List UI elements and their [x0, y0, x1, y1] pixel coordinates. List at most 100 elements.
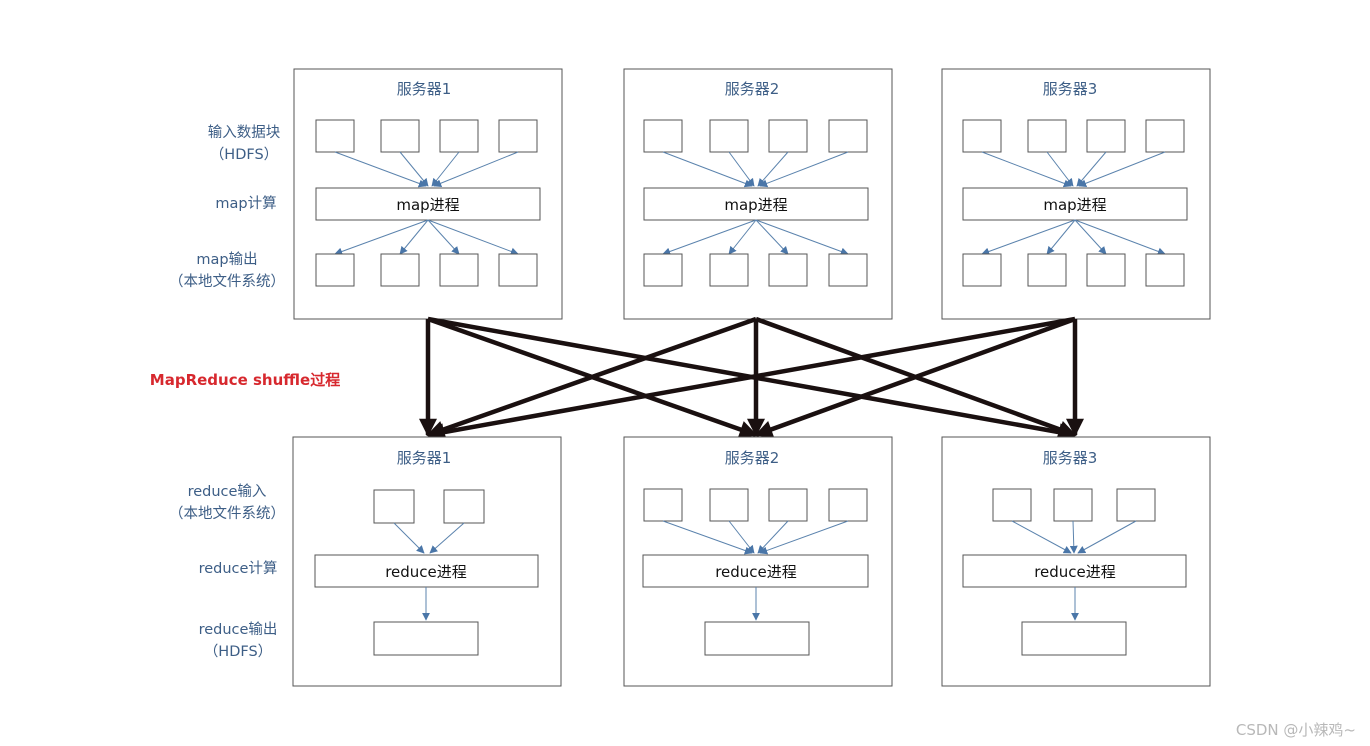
label-reduce-output: reduce输出	[199, 621, 278, 638]
watermark: CSDN @小辣鸡~	[1235, 721, 1356, 739]
reduce-input-block	[828, 488, 868, 522]
server-title: 服务器3	[1043, 80, 1098, 98]
reduce-output-block	[373, 621, 479, 656]
output-block	[1086, 253, 1126, 287]
top-server-1: 服务器1 map进程	[293, 68, 563, 320]
input-arrow	[728, 151, 755, 187]
input-block	[643, 119, 683, 153]
bottom-server-1: 服务器1 reduce进程	[292, 436, 562, 687]
output-arrow	[755, 219, 789, 255]
input-arrow	[334, 151, 427, 188]
bottom-server-3: 服务器3 reduce进程	[941, 436, 1211, 687]
input-block	[709, 119, 749, 153]
map-process-label: map进程	[1043, 196, 1106, 214]
label-reduce-compute: reduce计算	[199, 560, 278, 577]
input-block	[828, 119, 868, 153]
output-arrow	[981, 219, 1076, 256]
input-block	[1027, 119, 1067, 153]
output-arrow	[399, 219, 429, 255]
server-title: 服务器2	[725, 449, 780, 467]
label-map-output: map输出	[196, 251, 257, 268]
input-arrow	[399, 151, 429, 187]
output-arrow	[1074, 219, 1107, 255]
top-servers: 服务器1 map进程 服务器2	[293, 68, 1211, 320]
output-arrow	[1046, 219, 1076, 255]
shuffle-arrow	[426, 316, 1076, 441]
label-shuffle: MapReduce shuffle过程	[150, 371, 340, 389]
reduce-process-box	[962, 554, 1187, 588]
reduce-output-block	[1021, 621, 1127, 656]
output-block	[498, 253, 538, 287]
output-arrow	[427, 219, 519, 256]
output-arrow	[1074, 219, 1166, 256]
top-server-2: 服务器2 map进程	[623, 68, 893, 320]
reduce-input-block	[1053, 488, 1093, 522]
input-block	[768, 119, 808, 153]
input-block	[962, 119, 1002, 153]
label-reduce-input: reduce输入	[188, 483, 267, 500]
reduce-input-arrow	[393, 522, 425, 554]
output-arrow	[728, 219, 757, 255]
label-input-hdfs: （HDFS）	[210, 146, 278, 163]
input-block	[315, 119, 355, 153]
top-server-3: 服务器3 map进程	[941, 68, 1211, 320]
reduce-process-box	[314, 554, 539, 588]
input-arrow	[759, 151, 849, 188]
server-title: 服务器3	[1043, 449, 1098, 467]
label-input-blocks: 输入数据块	[208, 124, 281, 141]
reduce-input-block	[443, 489, 485, 524]
reduce-input-block	[373, 489, 415, 524]
reduce-input-block	[992, 488, 1032, 522]
shuffle-arrows	[419, 316, 1084, 441]
reduce-input-block	[643, 488, 683, 522]
input-arrow	[1046, 151, 1074, 187]
server-title: 服务器1	[397, 449, 452, 467]
map-process-label: map进程	[396, 196, 459, 214]
label-reduce-input-local: （本地文件系统）	[169, 505, 285, 522]
map-process-label: map进程	[724, 196, 787, 214]
server-title: 服务器1	[397, 80, 452, 98]
shuffle-arrow	[426, 316, 757, 439]
output-arrow	[662, 219, 757, 256]
bottom-servers: 服务器1 reduce进程 服务器2 reduce进程	[292, 436, 1211, 687]
output-block	[380, 253, 420, 287]
reduce-input-arrow	[728, 520, 755, 554]
label-map-output-local: （本地文件系统）	[169, 273, 285, 290]
reduce-output-block	[704, 621, 810, 656]
reduce-input-block	[1116, 488, 1156, 522]
shuffle-arrow	[754, 316, 1076, 438]
input-arrow	[1078, 151, 1166, 188]
reduce-input-arrow	[662, 520, 753, 555]
output-block	[315, 253, 355, 287]
input-block	[1145, 119, 1185, 153]
map-process-box	[643, 187, 869, 221]
side-labels: 输入数据块 （HDFS） map计算 map输出 （本地文件系统） MapRed…	[150, 124, 340, 660]
input-arrow	[662, 151, 753, 188]
reduce-input-block	[709, 488, 749, 522]
output-block	[962, 253, 1002, 287]
input-arrow	[433, 151, 519, 188]
reduce-input-block	[768, 488, 808, 522]
output-block	[439, 253, 479, 287]
output-block	[709, 253, 749, 287]
server-title: 服务器2	[725, 80, 780, 98]
output-block	[643, 253, 683, 287]
label-map-compute: map计算	[215, 195, 276, 212]
output-arrow	[427, 219, 460, 255]
reduce-input-arrow	[1077, 520, 1137, 554]
output-block	[768, 253, 808, 287]
output-block	[828, 253, 868, 287]
input-block	[498, 119, 538, 153]
reduce-input-arrow	[1069, 520, 1078, 554]
input-block	[1086, 119, 1126, 153]
input-arrow	[981, 151, 1072, 188]
reduce-input-arrow	[1011, 520, 1072, 554]
bottom-server-2: 服务器2 reduce进程	[623, 436, 893, 687]
output-block	[1145, 253, 1185, 287]
reduce-process-label: reduce进程	[1034, 563, 1116, 581]
reduce-input-arrow	[429, 522, 465, 554]
label-reduce-output-hdfs: （HDFS）	[204, 643, 272, 660]
reduce-process-box	[642, 554, 869, 588]
output-arrow	[755, 219, 849, 256]
